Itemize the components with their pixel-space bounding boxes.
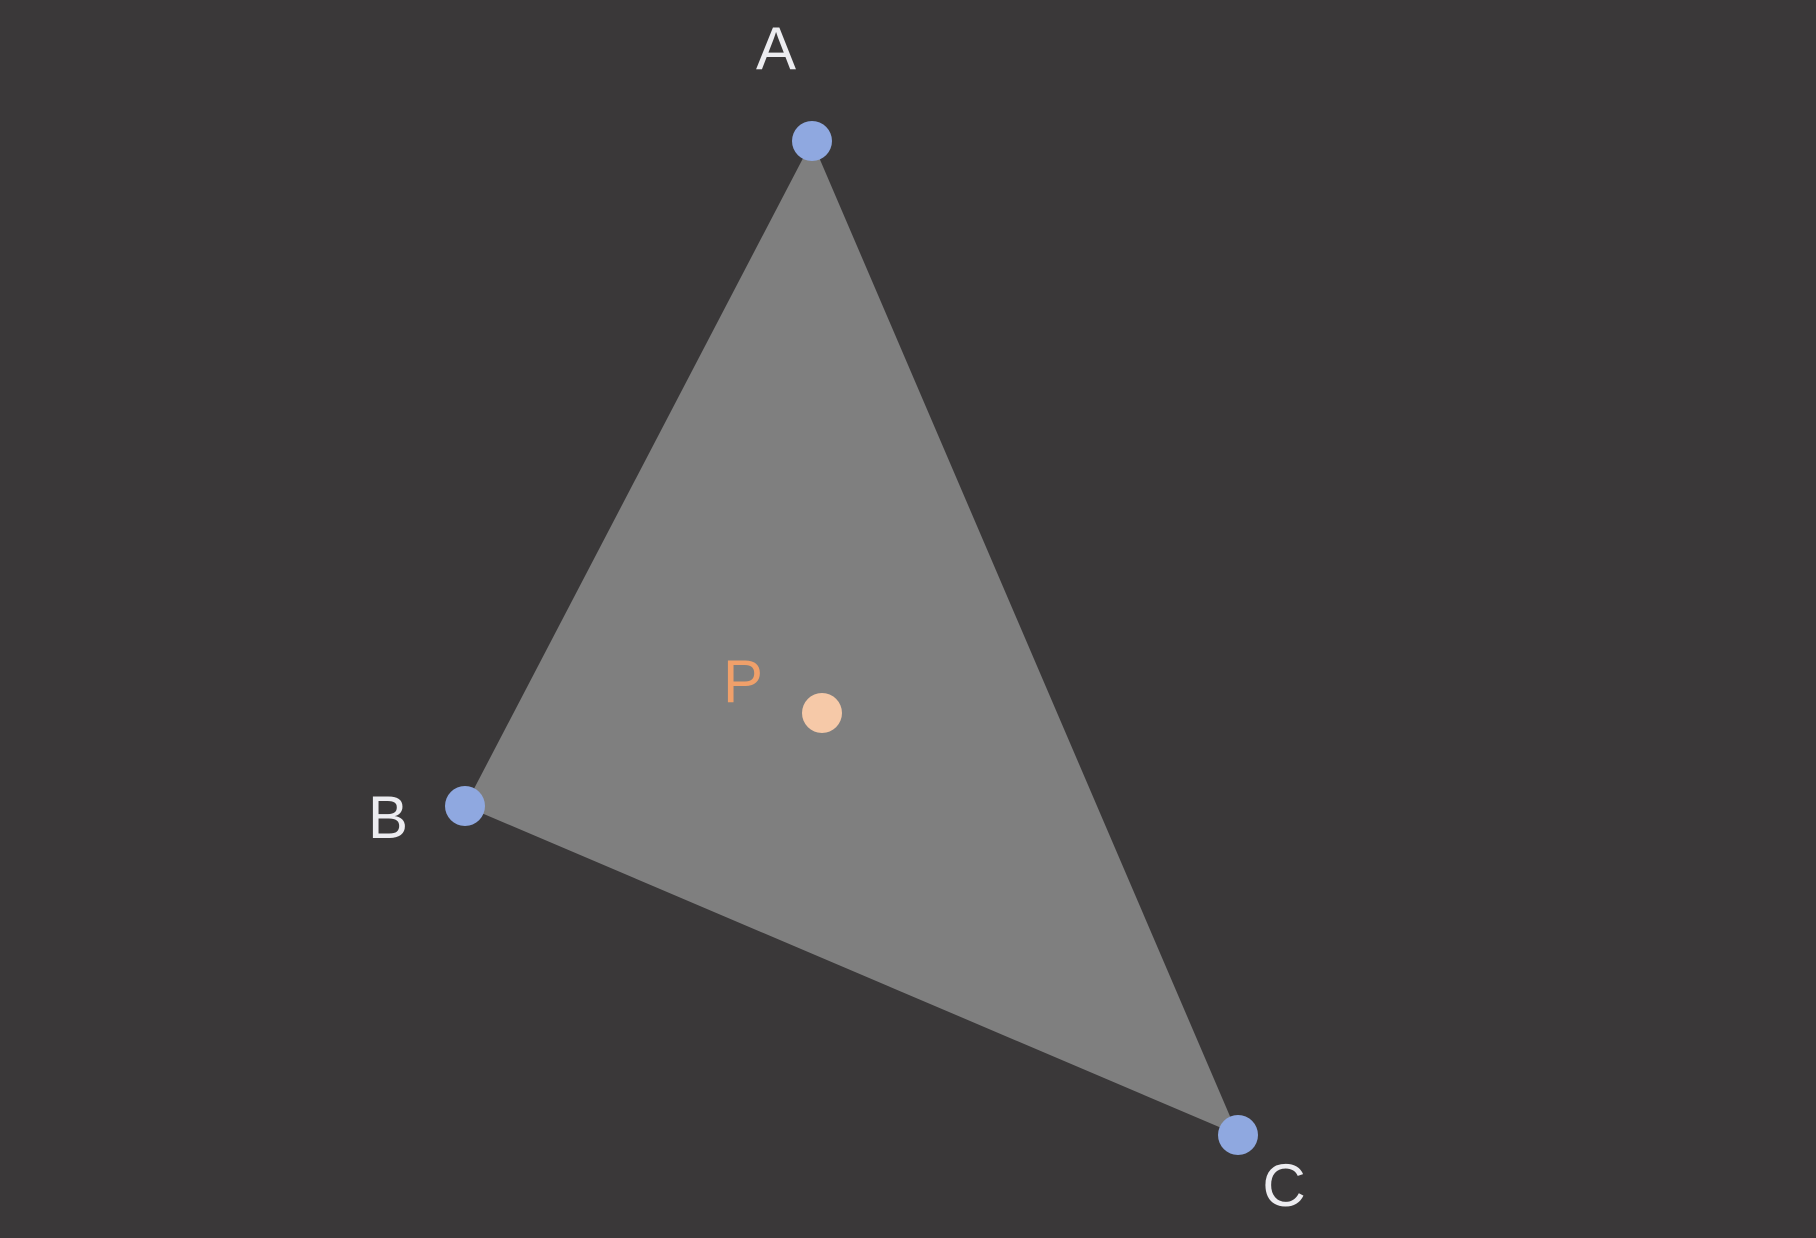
vertex-label-a: A <box>756 15 796 82</box>
vertex-handle-b[interactable] <box>445 786 485 826</box>
vertex-label-b: B <box>368 784 408 851</box>
vertex-label-c: C <box>1262 1152 1305 1219</box>
vertex-handle-c[interactable] <box>1218 1115 1258 1155</box>
triangle-abc <box>465 141 1238 1135</box>
point-label-p: P <box>723 648 763 715</box>
vertex-handle-a[interactable] <box>792 121 832 161</box>
point-handle-p[interactable] <box>802 693 842 733</box>
